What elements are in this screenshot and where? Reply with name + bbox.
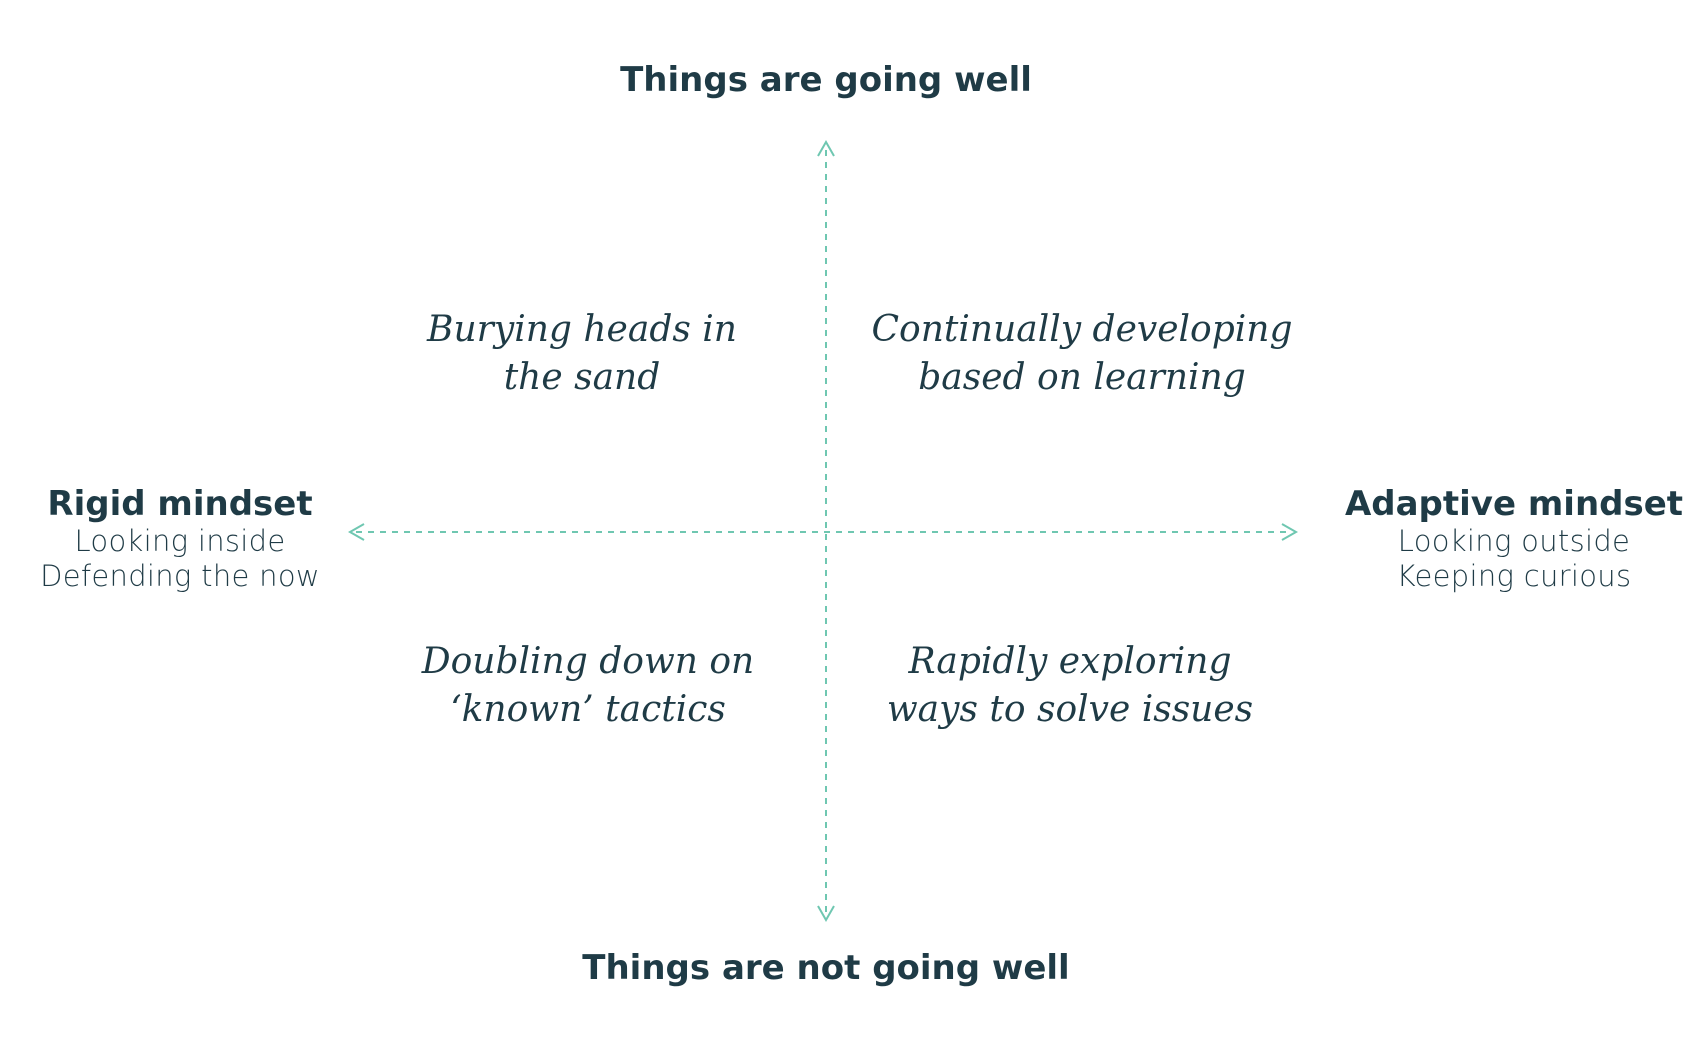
quadrant-top-right: Continually developing based on learning [872,306,1293,402]
quadrant-bottom-right: Rapidly exploring ways to solve issues [887,638,1253,734]
quadrant-top-left: Burying heads in the sand [427,306,737,402]
right-side-label: Adaptive mindset Looking outside Keeping… [1345,484,1683,594]
left-side-title: Rigid mindset [47,484,313,524]
quadrant-line: ways to solve issues [886,689,1254,730]
quadrant-bottom-left: Doubling down on ‘known’ tactics [422,638,755,734]
quadrant-line: Continually developing [871,309,1293,350]
quadrant-line: the sand [503,357,661,398]
right-side-line: Keeping curious [1396,559,1632,593]
arrowhead-up-icon [817,139,835,157]
right-side-title: Adaptive mindset [1344,484,1684,524]
quadrant-line: ‘known’ tactics [450,689,726,730]
quadrant-line: Burying heads in [427,309,737,350]
arrowhead-down-icon [817,905,835,923]
quadrant-line: Doubling down on [421,641,755,682]
left-side-line: Looking inside [74,524,286,558]
quadrant-line: Rapidly exploring [908,641,1232,682]
horizontal-axis [347,523,1299,541]
left-side-line: Defending the now [40,559,320,593]
bottom-pole-label: Things are not going well [582,948,1070,988]
left-side-label: Rigid mindset Looking inside Defending t… [40,484,320,594]
quadrant-line: based on learning [918,357,1246,398]
arrowhead-left-icon [347,523,365,541]
vertical-axis [817,139,835,923]
right-side-line: Looking outside [1397,524,1631,558]
top-pole-label: Things are going well [620,60,1032,100]
arrowhead-right-icon [1281,523,1299,541]
